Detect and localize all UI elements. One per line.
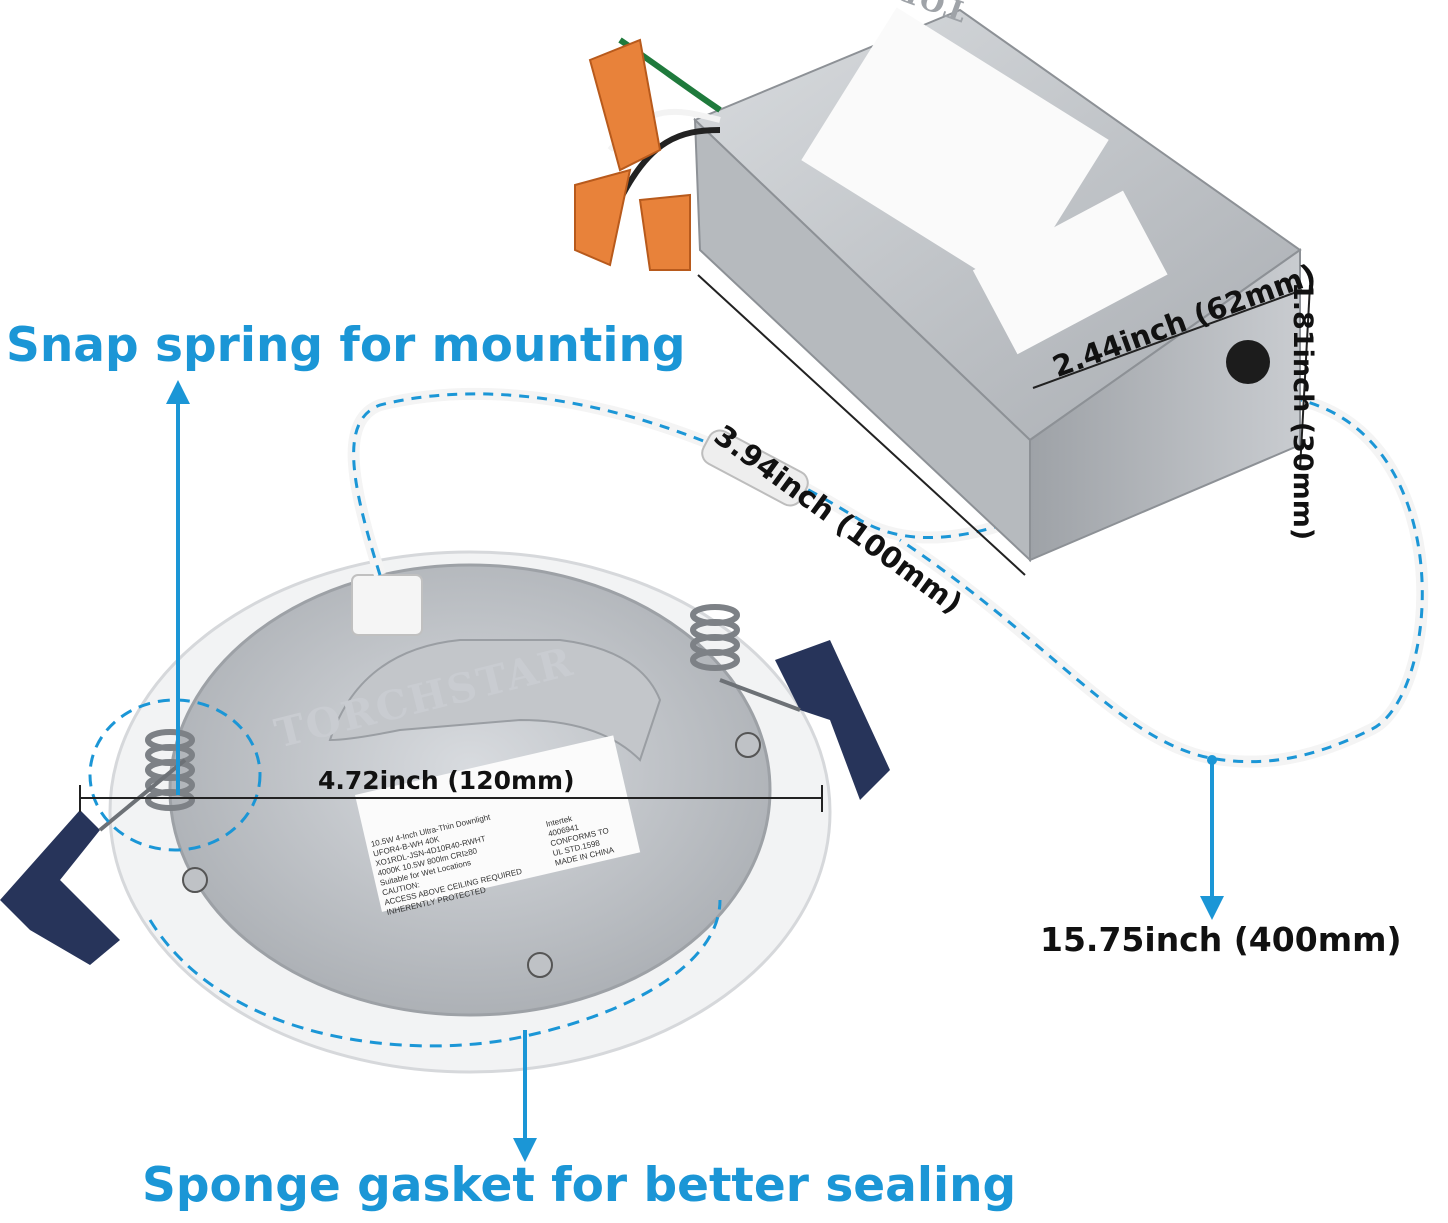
mounting-clip-left <box>0 810 120 965</box>
mounting-screws <box>182 732 761 978</box>
wire-nuts <box>574 38 691 271</box>
cable-length-label: 15.75inch (400mm) <box>1040 920 1402 959</box>
mounting-clip-right <box>775 640 890 800</box>
clip-wire-right <box>719 678 801 712</box>
box-length-dimension-line <box>697 274 1026 576</box>
downlight-diameter-label: 4.72inch (120mm) <box>318 766 575 795</box>
cable-connector-block <box>351 574 423 636</box>
dimension-lines <box>79 274 1311 812</box>
cable-grommet <box>1226 340 1270 384</box>
sponge-gasket-callout: Sponge gasket for better sealing <box>142 1158 1017 1213</box>
gasket-highlight-arc <box>148 899 722 1048</box>
wire-nut-1 <box>588 38 662 172</box>
product-label <box>355 735 641 912</box>
driver-junction-box <box>693 7 1302 563</box>
box-height-label: 1.81inch (30mm) <box>1287 282 1318 541</box>
snap-spring-left <box>145 729 195 811</box>
snap-spring-callout: Snap spring for mounting <box>6 318 686 373</box>
downlight <box>0 550 890 1074</box>
box-spec-label <box>972 190 1168 355</box>
wire-nut-3 <box>638 193 691 271</box>
box-height-dimension-line <box>1299 284 1311 471</box>
snap-spring-right <box>690 604 740 671</box>
wire-nut-2 <box>574 168 632 267</box>
cable-connector <box>701 429 809 507</box>
box-warning-label <box>801 7 1109 293</box>
box-width-dimension-line <box>1032 289 1303 389</box>
clip-wire-left <box>98 758 187 832</box>
cable-length-point <box>1207 755 1217 765</box>
plate-embossing <box>328 639 662 762</box>
box-front <box>693 117 1031 563</box>
spring-highlight-circle <box>88 698 262 852</box>
